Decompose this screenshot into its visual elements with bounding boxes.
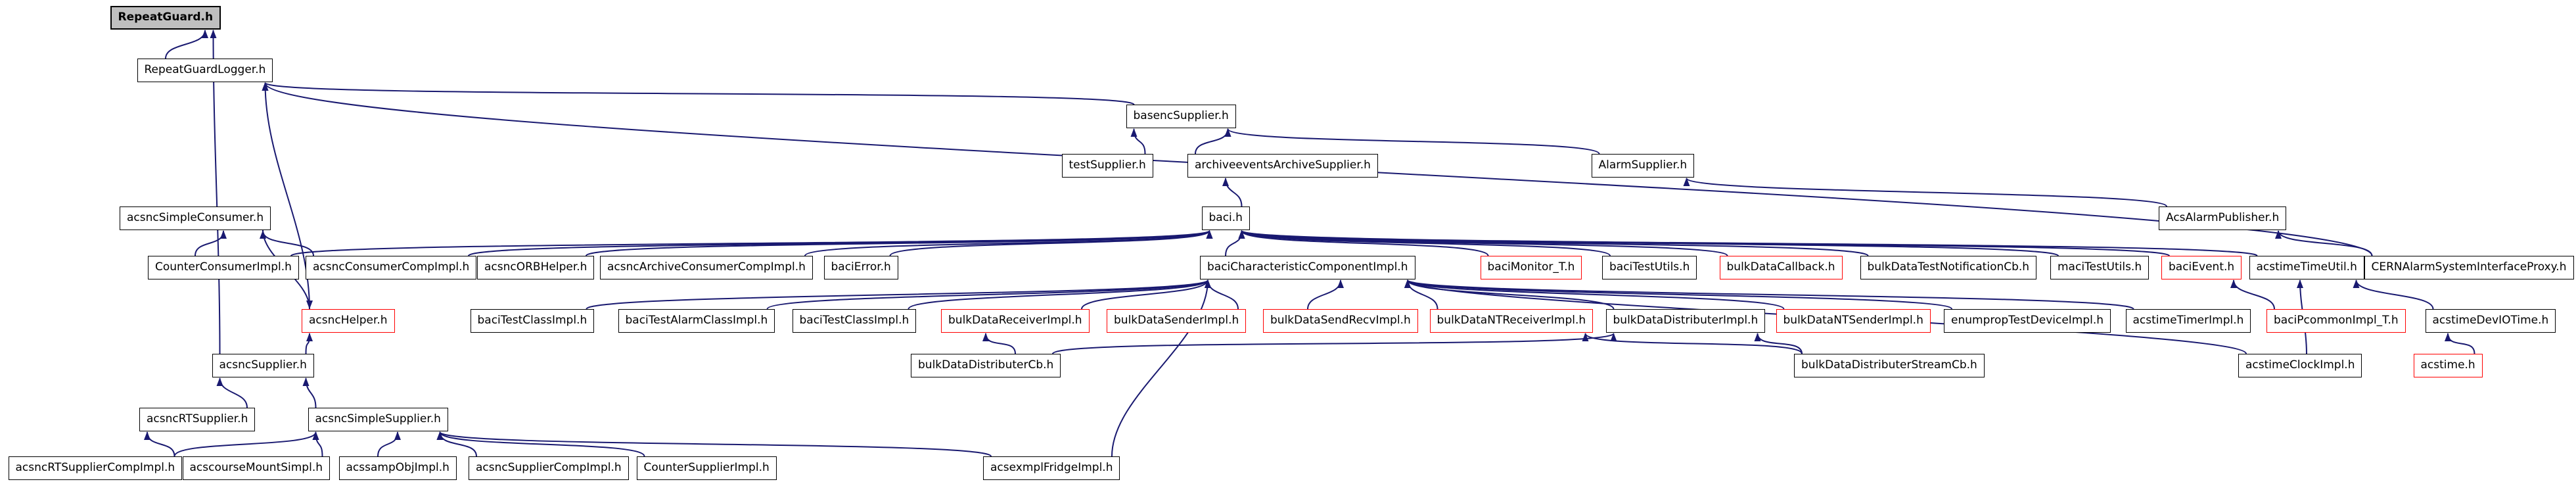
edge-acsncrtsuppliercompimpl-to-acsncsimplesupplier xyxy=(173,431,319,457)
graph-node-acsncorbhelper[interactable]: acsncORBHelper.h xyxy=(477,256,595,279)
graph-node-bulkdatacallback[interactable]: bulkDataCallback.h xyxy=(1719,256,1843,279)
graph-node-acsalarmpublisher[interactable]: AcsAlarmPublisher.h xyxy=(2159,206,2287,230)
edge-acstimedeviotime-to-acstimetimeutil xyxy=(2353,279,2434,310)
edge-bacicharacteristiccomponentimpl-to-baci xyxy=(1225,230,1245,256)
graph-node-enumproptestdeviceimpl[interactable]: enumpropTestDeviceImpl.h xyxy=(1944,309,2111,333)
edge-bulkdatantsenderimpl-to-bacicharacteristiccomponentimpl xyxy=(1404,279,1785,310)
edge-testsupplier-to-basencsupplier xyxy=(1130,128,1146,155)
graph-node-bulkdatadistributerimpl[interactable]: bulkDataDistributerImpl.h xyxy=(1605,309,1766,333)
edge-counterconsumerimpl-to-acsncsimpleconsumer xyxy=(195,230,227,256)
edge-acsncconsumercompimpl-to-acsncsimpleconsumer xyxy=(260,230,314,256)
graph-node-acstimedeviotime[interactable]: acstimeDevIOTime.h xyxy=(2425,309,2556,333)
edge-acstime-to-acstimedeviotime xyxy=(2445,333,2475,354)
graph-node-acscoursemountsimpl[interactable]: acscourseMountSimpl.h xyxy=(182,456,330,480)
graph-node-counterconsumerimpl[interactable]: CounterConsumerImpl.h xyxy=(148,256,299,279)
graph-node-bulkdatadistributerstreamcb[interactable]: bulkDataDistributerStreamCb.h xyxy=(1794,354,1985,377)
graph-node-bacitestalarmclassimpl[interactable]: baciTestAlarmClassImpl.h xyxy=(618,309,775,333)
edge-acsncrtsupplier-to-acsncsupplier xyxy=(216,377,248,408)
graph-node-acsncarchiveconsumercompimpl[interactable]: acsncArchiveConsumerCompImpl.h xyxy=(600,256,813,279)
edge-acsncsimplesupplier-to-acsncsupplier xyxy=(302,377,317,408)
edge-acsncsupplier-to-acsnchelper xyxy=(305,333,313,354)
graph-node-bacierror[interactable]: baciError.h xyxy=(823,256,898,279)
edge-enumproptestdeviceimpl-to-bacicharacteristiccomponentimpl xyxy=(1404,279,1952,310)
edge-archiveeventsarchivesupplier-to-basencsupplier xyxy=(1195,128,1231,155)
graph-node-testsupplier[interactable]: testSupplier.h xyxy=(1061,154,1153,178)
graph-node-acsncsimplesupplier[interactable]: acsncSimpleSupplier.h xyxy=(308,408,448,431)
edge-bacitestclassimpl2-to-bacicharacteristiccomponentimpl xyxy=(908,279,1211,310)
edge-acscoursemountsimpl-to-acsncsimplesupplier xyxy=(312,431,323,457)
graph-node-bulkdatantreceiverimpl[interactable]: bulkDataNTReceiverImpl.h xyxy=(1429,309,1594,333)
edge-basencsupplier-to-repeatguardlogger xyxy=(262,82,1135,105)
graph-node-bacitestutils[interactable]: baciTestUtils.h xyxy=(1602,256,1697,279)
graph-node-bulkdatasenderimpl[interactable]: bulkDataSenderImpl.h xyxy=(1107,309,1247,333)
edge-acsexmplfridgeimpl-to-bacicharacteristiccomponentimpl xyxy=(1111,279,1211,457)
edge-bacitestalarmclassimpl-to-bacicharacteristiccomponentimpl xyxy=(766,279,1211,310)
graph-node-acsncsuppliercompimpl[interactable]: acsncSupplierCompImpl.h xyxy=(469,456,629,480)
edge-bulkdatasenderimpl-to-bacicharacteristiccomponentimpl xyxy=(1205,279,1239,310)
edge-bacierror-to-baci xyxy=(889,230,1213,256)
edge-bulkdatadistributerstreamcb-to-bulkdatantreceiverimpl xyxy=(1582,333,1803,354)
graph-node-acsncsimpleconsumer[interactable]: acsncSimpleConsumer.h xyxy=(120,206,271,230)
graph-node-bulkdatareceiverimpl[interactable]: bulkDataReceiverImpl.h xyxy=(941,309,1090,333)
graph-node-acsncconsumercompimpl[interactable]: acsncConsumerCompImpl.h xyxy=(306,256,477,279)
edge-bulkdatadistributercb-to-bulkdatadistributerimpl xyxy=(1052,333,1617,354)
edge-bulkdatasendrecvimpl-to-bacicharacteristiccomponentimpl xyxy=(1307,279,1344,310)
graph-node-bacipcommonimpl[interactable]: baciPcommonImpl_T.h xyxy=(2266,309,2406,333)
edge-bacitestclassimpl1-to-bacicharacteristiccomponentimpl xyxy=(586,279,1211,310)
graph-node-bacitestclassimpl2[interactable]: baciTestClassImpl.h xyxy=(792,309,917,333)
edge-bacipcommonimpl-to-bacievent xyxy=(2230,279,2275,310)
edge-baci-to-archiveeventsarchivesupplier xyxy=(1222,178,1243,207)
edge-acsexmplfridgeimpl-to-acsncsimplesupplier xyxy=(436,431,992,457)
graph-node-acstimetimeutil[interactable]: acstimeTimeUtil.h xyxy=(2249,256,2364,279)
graph-node-acstimetimerimpl[interactable]: acstimeTimerImpl.h xyxy=(2125,309,2251,333)
graph-node-acstimeclockimpl[interactable]: acstimeClockImpl.h xyxy=(2238,354,2362,377)
graph-node-acsncsupplier[interactable]: acsncSupplier.h xyxy=(212,354,314,377)
edge-bacitestutils-to-baci xyxy=(1238,230,1611,256)
graph-node-alarmsupplier[interactable]: AlarmSupplier.h xyxy=(1591,154,1695,178)
edge-alarmsupplier-to-basencsupplier xyxy=(1224,128,1600,155)
edge-bacimonitor-to-baci xyxy=(1238,230,1489,256)
graph-node-acstime[interactable]: acstime.h xyxy=(2413,354,2483,377)
graph-node-repeatguardlogger[interactable]: RepeatGuardLogger.h xyxy=(137,59,273,82)
edge-acstimetimeutil-to-baci xyxy=(1239,230,2258,256)
graph-node-macitestutils[interactable]: maciTestUtils.h xyxy=(2050,256,2150,279)
graph-node-acsexmplfridgeimpl[interactable]: acsexmplFridgeImpl.h xyxy=(983,456,1120,480)
graph-node-basencsupplier[interactable]: basencSupplier.h xyxy=(1126,105,1236,128)
edge-acstimetimerimpl-to-bacicharacteristiccomponentimpl xyxy=(1404,279,2134,310)
graph-node-acsncrtsuppliercompimpl[interactable]: acsncRTSupplierCompImpl.h xyxy=(8,456,183,480)
graph-node-acsncrtsupplier[interactable]: acsncRTSupplier.h xyxy=(139,408,256,431)
graph-node-acsnchelper[interactable]: acsncHelper.h xyxy=(302,309,395,333)
graph-node-bacicharacteristiccomponentimpl[interactable]: baciCharacteristicComponentImpl.h xyxy=(1200,256,1415,279)
graph-node-acssampobjimpl[interactable]: acssampObjImpl.h xyxy=(338,456,457,480)
edge-acssampobjimpl-to-acsncsimplesupplier xyxy=(377,431,401,457)
graph-node-cernalarmsysteminterfaceproxy[interactable]: CERNAlarmSystemInterfaceProxy.h xyxy=(2364,256,2574,279)
graph-node-bacimonitor[interactable]: baciMonitor_T.h xyxy=(1480,256,1582,279)
edge-countersupplierimpl-to-acsncsimplesupplier xyxy=(436,431,645,457)
graph-node-bulkdatasendrecvimpl[interactable]: bulkDataSendRecvImpl.h xyxy=(1263,309,1418,333)
edge-repeatguardlogger-to-repeatguard xyxy=(165,30,208,59)
graph-node-baci[interactable]: baci.h xyxy=(1201,206,1250,230)
graph-node-bulkdatantsenderimpl[interactable]: bulkDataNTSenderImpl.h xyxy=(1776,309,1931,333)
graph-node-bulkdatadistributercb[interactable]: bulkDataDistributerCb.h xyxy=(911,354,1061,377)
graph-node-bulkdatatestnotificationcb[interactable]: bulkDataTestNotificationCb.h xyxy=(1860,256,2037,279)
graph-node-countersupplierimpl[interactable]: CounterSupplierImpl.h xyxy=(636,456,777,480)
edge-acsncconsumercompimpl-to-baci xyxy=(468,230,1212,256)
graph-node-bacitestclassimpl1[interactable]: baciTestClassImpl.h xyxy=(470,309,595,333)
edge-bulkdatadistributerstreamcb-to-bulkdatadistributerimpl xyxy=(1754,333,1803,354)
edge-bulkdatadistributercb-to-bulkdatareceiverimpl xyxy=(982,333,1016,354)
edge-acsalarmpublisher-to-alarmsupplier xyxy=(1683,178,2167,207)
edge-acsncrtsuppliercompimpl-to-acsncrtsupplier xyxy=(144,431,175,457)
edge-acsncorbhelper-to-baci xyxy=(586,230,1213,256)
graph-node-repeatguard[interactable]: RepeatGuard.h xyxy=(110,6,221,30)
edge-bulkdatareceiverimpl-to-bacicharacteristiccomponentimpl xyxy=(1081,279,1211,310)
graph-node-archiveeventsarchivesupplier[interactable]: archiveeventsArchiveSupplier.h xyxy=(1187,154,1378,178)
graph-node-bacievent[interactable]: baciEvent.h xyxy=(2161,256,2242,279)
